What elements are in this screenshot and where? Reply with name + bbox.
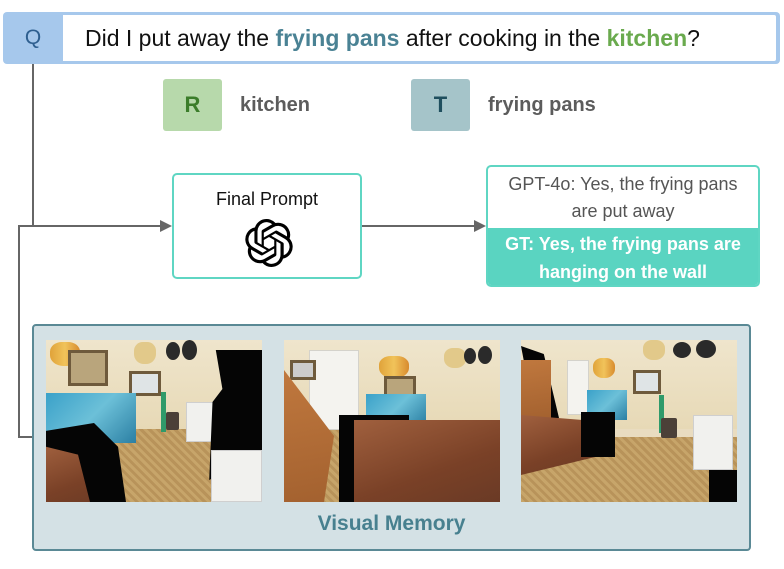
question-text-part: after cooking in the — [399, 24, 607, 51]
target-badge: T — [411, 79, 470, 131]
memory-frame-2 — [284, 340, 500, 502]
memory-frame-3 — [521, 340, 737, 502]
memory-frame-1 — [46, 340, 262, 502]
ground-truth-answer: GT: Yes, the frying pans are hanging on … — [488, 228, 758, 285]
connector-line-to-answer — [362, 225, 475, 227]
final-prompt-title: Final Prompt — [215, 189, 319, 209]
connector-line-memory — [18, 225, 20, 438]
arrowhead-icon — [160, 220, 172, 232]
connector-line-question — [32, 64, 34, 227]
openai-logo-icon — [245, 219, 293, 267]
answer-box: GPT-4o: Yes, the frying pans are put awa… — [486, 165, 760, 287]
question-region-highlight: kitchen — [606, 24, 688, 51]
question-bar: Q Did I put away the frying pans after c… — [3, 12, 780, 64]
visual-memory-panel: Visual Memory — [32, 324, 751, 551]
question-badge: Q — [24, 26, 42, 49]
question-text-part: Did I put away the — [85, 24, 276, 51]
question-text-part: ? — [687, 24, 700, 51]
connector-line-to-prompt — [18, 225, 162, 227]
visual-memory-title: Visual Memory — [317, 512, 466, 535]
target-label: frying pans — [488, 94, 596, 116]
question-text: Did I put away the frying pans after coo… — [63, 15, 776, 61]
region-badge: R — [163, 79, 222, 131]
model-answer: GPT-4o: Yes, the frying pans are put awa… — [508, 173, 738, 221]
question-target-highlight: frying pans — [275, 24, 400, 51]
connector-line-memory-stub — [18, 436, 34, 438]
final-prompt-box: Final Prompt — [172, 173, 362, 279]
region-label: kitchen — [240, 94, 311, 116]
arrowhead-icon — [474, 220, 486, 232]
